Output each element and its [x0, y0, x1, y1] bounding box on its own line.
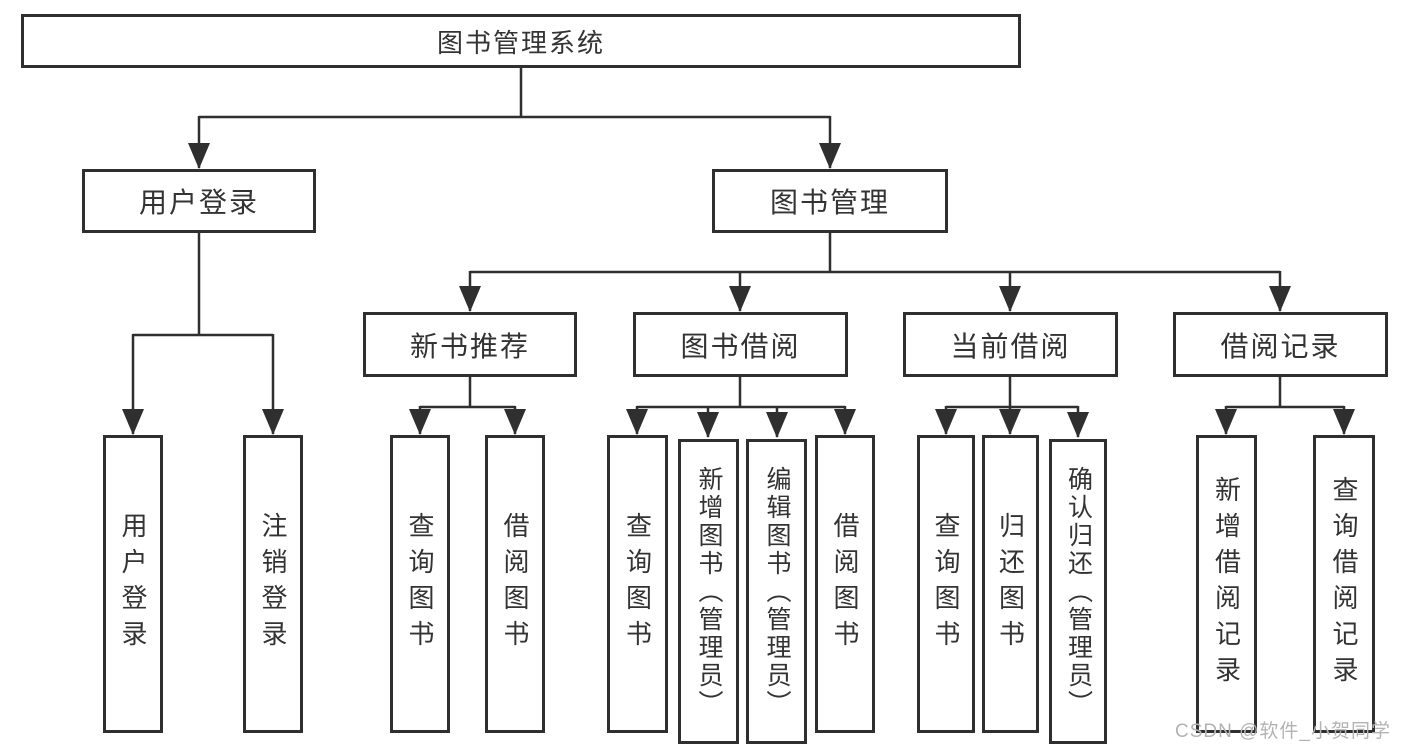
leaf-label: 查询借阅记录: [1329, 476, 1359, 692]
leaf-label: 查询图书: [622, 512, 653, 656]
node-book-borrowing: 图书借阅: [633, 312, 848, 377]
leaf-borrow-books-borrowing: 借阅图书: [815, 435, 875, 733]
leaf-return-books: 归还图书: [982, 435, 1039, 733]
leaf-label: 借阅图书: [500, 512, 530, 656]
node-book-management: 图书管理: [712, 169, 948, 233]
leaf-label: 注销登录: [258, 512, 288, 656]
node-user-login: 用户登录: [82, 169, 316, 233]
connector-book-borrowing: [626, 377, 856, 438]
leaf-add-books-admin: 新增图书（管理员）: [678, 439, 739, 744]
leaf-label: 查询图书: [405, 512, 435, 656]
connector-user-login: [122, 233, 284, 435]
leaf-label: 新增借阅记录: [1211, 476, 1242, 692]
leaf-borrow-books-recommend: 借阅图书: [485, 435, 545, 733]
leaf-confirm-return-admin: 确认归还（管理员）: [1049, 439, 1107, 744]
connector-current-borrowing: [935, 377, 1089, 438]
leaf-edit-books-admin: 编辑图书（管理员）: [746, 439, 807, 744]
leaf-label: 新增图书（管理员）: [695, 465, 723, 718]
leaf-logout: 注销登录: [243, 435, 303, 733]
connector-book-management: [459, 233, 1291, 312]
leaf-label: 编辑图书（管理员）: [763, 465, 791, 718]
node-current-borrowing: 当前借阅: [903, 312, 1118, 377]
leaf-label: 归还图书: [995, 512, 1026, 656]
watermark: CSDN @软件_小贺同学: [1175, 721, 1391, 742]
connector-new-book-recommendation: [409, 377, 526, 435]
leaf-query-books-recommend: 查询图书: [390, 435, 450, 733]
leaf-label: 用户登录: [118, 512, 148, 656]
leaf-label: 确认归还（管理员）: [1064, 465, 1093, 718]
node-new-book-recommendation: 新书推荐: [363, 312, 577, 377]
node-root: 图书管理系统: [21, 14, 1021, 68]
leaf-query-books-current: 查询图书: [917, 435, 975, 733]
leaf-query-borrow-record: 查询借阅记录: [1313, 435, 1375, 733]
leaf-query-books-borrowing: 查询图书: [607, 435, 668, 733]
node-borrowing-records: 借阅记录: [1173, 312, 1388, 377]
leaf-user-login: 用户登录: [103, 435, 163, 733]
connector-borrowing-records: [1215, 377, 1355, 435]
leaf-label: 查询图书: [931, 512, 961, 656]
leaf-add-borrow-record: 新增借阅记录: [1196, 435, 1257, 733]
connector-root: [188, 68, 841, 169]
leaf-label: 借阅图书: [830, 512, 860, 656]
